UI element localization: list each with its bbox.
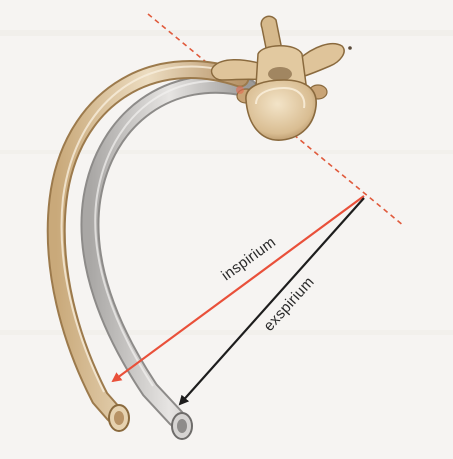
inspirium-arrow bbox=[113, 196, 364, 381]
inspirium-label: inspirium bbox=[218, 234, 279, 285]
exspirium-arrow bbox=[180, 198, 364, 404]
rib-exspirium-icon bbox=[90, 81, 248, 439]
